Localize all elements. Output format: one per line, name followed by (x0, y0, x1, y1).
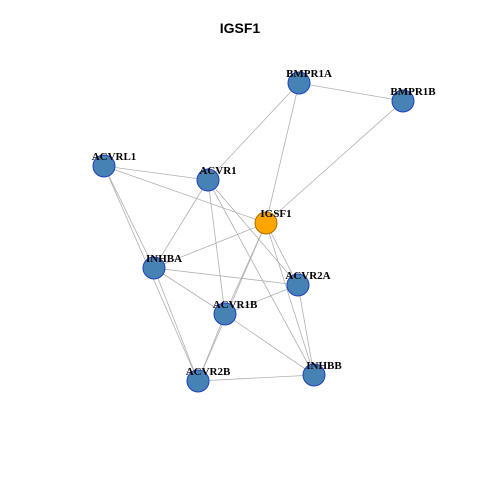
node-igsf1[interactable]: IGSF1 (254, 208, 292, 235)
edge-acvr1-acvr2a (207, 179, 299, 286)
node-label-acvr2a: ACVR2A (285, 270, 330, 282)
node-label-acvrl1: ACVRL1 (92, 151, 137, 163)
edge-igsf1-acvr2a (265, 222, 299, 286)
edge-igsf1-acvr2b (197, 222, 267, 382)
node-circle-acvr2b[interactable] (186, 369, 210, 393)
edge-acvr1-acvr1b (207, 179, 226, 315)
node-circle-bmpr1b[interactable] (391, 89, 415, 113)
node-acvrl1[interactable]: ACVRL1 (92, 151, 137, 178)
node-circle-bmpr1a[interactable] (287, 71, 311, 95)
node-label-inhbb: INHBB (306, 360, 342, 372)
node-acvr2b[interactable]: ACVR2B (186, 366, 231, 393)
node-label-acvr1: ACVR1 (199, 165, 236, 177)
edge-acvr2a-acvr1b (224, 284, 299, 315)
edge-acvr2a-inhbb (297, 284, 315, 376)
node-acvr1b[interactable]: ACVR1B (213, 299, 258, 326)
edge-inhba-acvr2b (153, 267, 199, 382)
edge-acvrl1-igsf1 (103, 165, 267, 224)
edge-bmpr1a-bmpr1b (298, 82, 404, 102)
node-inhbb[interactable]: INHBB (302, 360, 342, 387)
edge-acvr1b-inhbb (224, 313, 315, 376)
edge-acvr1b-acvr2b (197, 313, 226, 382)
graph-title: IGSF1 (219, 20, 261, 36)
node-circle-acvrl1[interactable] (92, 154, 116, 178)
edge-bmpr1a-acvr1 (207, 82, 300, 181)
edge-acvr1-inhbb (207, 179, 315, 376)
edge-inhba-acvr2a (153, 267, 299, 286)
node-bmpr1a[interactable]: BMPR1A (286, 68, 332, 95)
node-circle-igsf1[interactable] (254, 211, 278, 235)
node-label-inhba: INHBA (146, 253, 182, 265)
node-circle-acvr1[interactable] (196, 168, 220, 192)
node-label-bmpr1b: BMPR1B (390, 86, 436, 98)
edge-layer (103, 82, 404, 382)
node-circle-inhbb[interactable] (302, 363, 326, 387)
node-circle-acvr2a[interactable] (286, 273, 310, 297)
node-circle-acvr1b[interactable] (213, 302, 237, 326)
edge-acvrl1-acvr1 (103, 165, 209, 181)
node-inhba[interactable]: INHBA (142, 253, 182, 280)
node-circle-inhba[interactable] (142, 256, 166, 280)
edge-acvrl1-inhba (103, 165, 155, 269)
edge-inhba-acvr1b (153, 267, 226, 315)
edge-acvr1-inhba (153, 179, 209, 269)
edge-bmpr1b-igsf1 (265, 100, 404, 224)
edge-igsf1-inhbb (265, 222, 315, 376)
node-acvr2a[interactable]: ACVR2A (285, 270, 331, 297)
node-label-igsf1: IGSF1 (260, 208, 291, 220)
node-label-bmpr1a: BMPR1A (286, 68, 332, 80)
node-acvr1[interactable]: ACVR1 (196, 165, 237, 192)
node-bmpr1b[interactable]: BMPR1B (390, 86, 436, 113)
edge-bmpr1a-igsf1 (265, 82, 300, 224)
node-label-acvr1b: ACVR1B (213, 299, 258, 311)
edge-acvr2b-inhbb (197, 374, 315, 382)
node-label-acvr2b: ACVR2B (186, 366, 231, 378)
edge-igsf1-inhba (153, 222, 267, 269)
